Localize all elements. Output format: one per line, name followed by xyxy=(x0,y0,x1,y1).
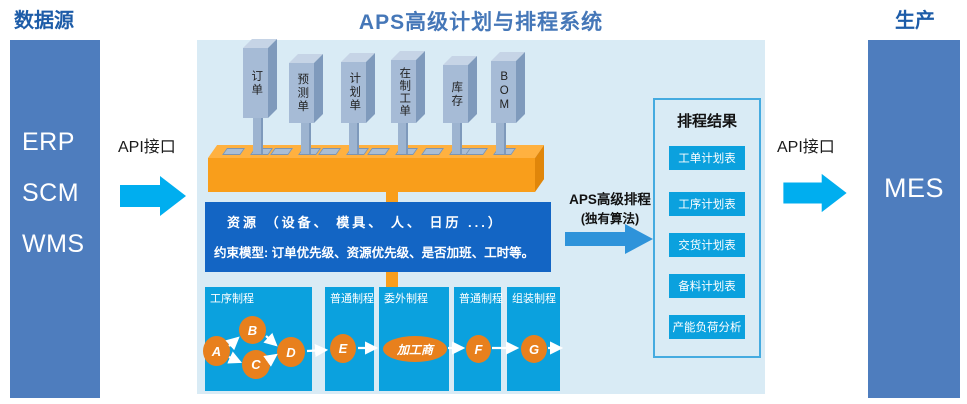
platform-slot xyxy=(318,148,342,155)
production-header: 生产 xyxy=(895,10,935,32)
engine-label: APS高级排程 (独有算法) xyxy=(561,188,659,227)
pillar-label: 在制工单 xyxy=(398,66,411,117)
pillar-stem xyxy=(496,120,506,154)
engine-arrow-icon xyxy=(565,224,653,254)
result-item-work-order-plan: 工单计划表 xyxy=(669,146,745,170)
process-title: 普通制程 xyxy=(330,293,374,305)
pillar-stem xyxy=(253,118,263,154)
pillar-stem xyxy=(452,120,462,154)
api-left-arrow-icon xyxy=(120,176,186,216)
platform-slot xyxy=(421,148,445,155)
result-item-material-plan: 备料计划表 xyxy=(669,274,745,298)
pillar-label: 库存 xyxy=(450,80,463,108)
platform-front-face xyxy=(208,158,535,192)
pillar-label: 计划单 xyxy=(348,72,361,113)
engine-name: APS高级排程 xyxy=(569,192,651,207)
resource-process-connector xyxy=(386,271,398,288)
process-title: 普通制程 xyxy=(459,293,503,305)
api-label-right: API接口 xyxy=(777,139,835,156)
production-column: MES xyxy=(868,40,960,398)
pillar-forecast-orders: 预测单 xyxy=(289,54,323,123)
page-title: APS高级计划与排程系统 xyxy=(358,11,604,34)
system-label-scm: SCM xyxy=(22,179,80,207)
system-label-wms: WMS xyxy=(22,230,85,258)
platform-slot xyxy=(222,148,246,155)
system-label-mes: MES xyxy=(883,173,944,203)
datasource-column: ERP SCM WMS xyxy=(10,40,100,398)
resource-constraint-box: 资源 （设备、 模具、 人、 日历 ...） 约束模型: 订单优先级、资源优先级… xyxy=(205,202,551,272)
result-item-operation-plan: 工序计划表 xyxy=(669,192,745,216)
process-node-f: F xyxy=(466,335,491,363)
platform-slot xyxy=(270,148,294,155)
platform-resource-connector xyxy=(386,190,398,204)
pillar-stem xyxy=(349,120,359,154)
process-node-a: A xyxy=(203,336,230,366)
pillar-stem xyxy=(301,120,311,154)
pillar-stem xyxy=(398,120,408,154)
process-node-b: B xyxy=(239,316,266,344)
process-title: 组装制程 xyxy=(512,293,556,305)
pillar-label: 预测单 xyxy=(296,72,309,114)
process-node-d: D xyxy=(277,337,305,367)
resource-line: 资源 （设备、 模具、 人、 日历 ...） xyxy=(227,215,504,230)
api-label-left: API接口 xyxy=(118,139,176,156)
process-node-g: G xyxy=(521,335,547,363)
platform-slot xyxy=(465,148,489,155)
constraint-line: 约束模型: 订单优先级、资源优先级、是否加班、工时等。 xyxy=(214,246,535,260)
process-node-e: E xyxy=(330,334,356,363)
process-node-outsourcer: 加工商 xyxy=(383,336,447,362)
datasource-header: 数据源 xyxy=(14,10,74,32)
process-title: 工序制程 xyxy=(210,293,254,305)
api-right-arrow-icon xyxy=(783,173,847,213)
result-item-delivery-plan: 交货计划表 xyxy=(669,233,745,257)
pillar-orders: 订单 xyxy=(243,39,277,118)
pillar-wip-orders: 在制工单 xyxy=(391,51,425,123)
pillar-inventory: 库存 xyxy=(443,56,477,123)
pillar-plan-orders: 计划单 xyxy=(341,53,375,123)
pillar-label: 订单 xyxy=(250,69,263,97)
process-node-c: C xyxy=(242,350,270,379)
results-title: 排程结果 xyxy=(676,113,737,130)
pillar-bom: BOM xyxy=(491,52,525,123)
platform-slot xyxy=(367,148,391,155)
pillar-label: BOM xyxy=(498,71,511,113)
scheduling-results-panel: 排程结果 工单计划表 工序计划表 交货计划表 备料计划表 产能负荷分析 xyxy=(653,98,761,358)
result-item-capacity-analysis: 产能负荷分析 xyxy=(669,315,745,339)
engine-note: (独有算法) xyxy=(580,212,640,226)
process-title: 委外制程 xyxy=(384,293,428,305)
system-label-erp: ERP xyxy=(22,128,75,156)
